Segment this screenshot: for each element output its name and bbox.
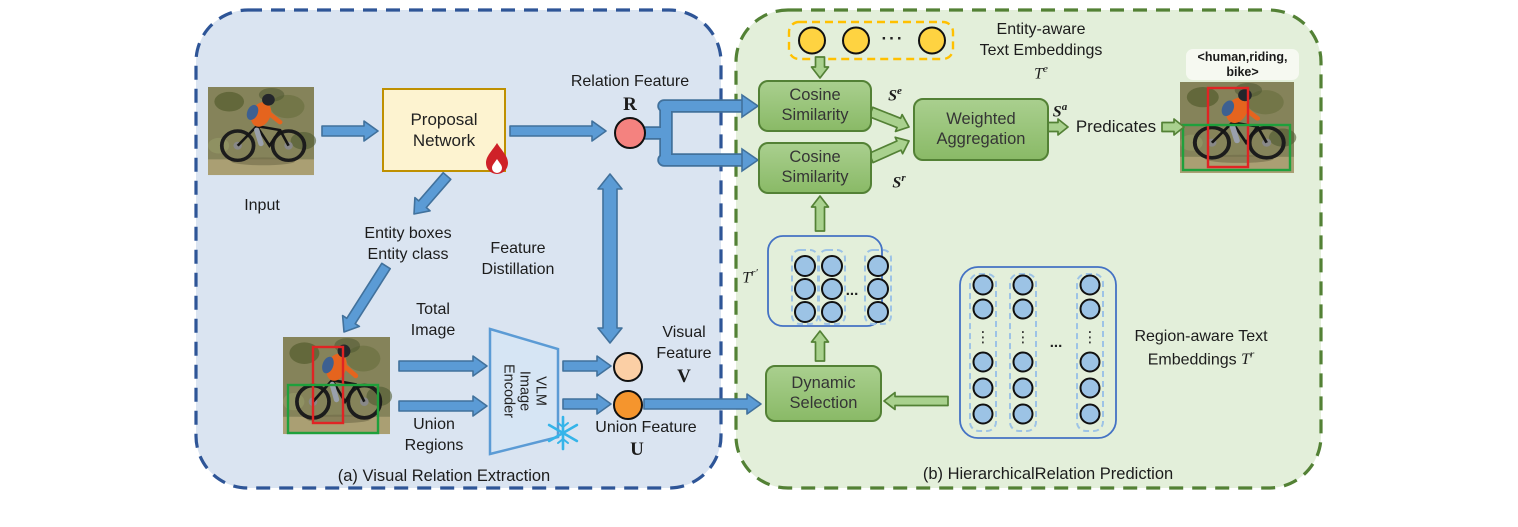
input-photo — [208, 87, 316, 175]
visual-feature-circle — [613, 352, 643, 382]
dynamic-selection-box: Dynamic Selection — [765, 365, 882, 422]
output-photo — [1180, 82, 1296, 173]
relation-fork-bracket — [639, 93, 760, 173]
region-grid-ellipsis-v1: ⋮ — [975, 329, 991, 346]
score-entity-symbol: Se — [888, 85, 902, 105]
flame-icon — [483, 142, 511, 176]
arrow-encoder-to-visual — [562, 355, 612, 377]
union-regions-label: Union Regions — [404, 416, 464, 454]
entity-embeddings-label: Entity-aware Text Embeddings Te — [980, 20, 1103, 85]
cosine-similarity-box-1: Cosine Similarity — [758, 80, 872, 132]
relation-feature-symbol: R — [623, 93, 637, 115]
arrow-encoder-to-union — [562, 393, 612, 415]
region-grid-ellipsis-v3: ⋮ — [1082, 329, 1098, 346]
weighted-aggregation-box: Weighted Aggregation — [913, 98, 1049, 161]
arrow-embeddings-to-cosine1 — [810, 56, 830, 79]
predicates-label: Predicates — [1075, 117, 1157, 136]
score-region-symbol: Sr — [892, 172, 906, 192]
panel-b-caption: (b) HierarchicalRelation Prediction — [922, 465, 1174, 483]
entity-embeddings-ellipsis: ··· — [881, 29, 905, 48]
arrow-union-regions-to-encoder — [398, 395, 488, 417]
proposal-network-label-2: Network — [412, 131, 476, 150]
cosine-similarity-box-2: Cosine Similarity — [758, 142, 872, 194]
proposal-network-box: Proposal Network — [382, 88, 506, 172]
arrow-region-to-dynamic — [883, 391, 949, 411]
arrow-feature-distillation — [597, 173, 623, 344]
arrow-dynamic-to-selected — [810, 330, 830, 362]
union-feature-symbol: U — [630, 439, 644, 460]
relation-feature-circle — [614, 117, 646, 149]
relation-feature-label: Relation Feature R — [571, 72, 689, 117]
snowflake-icon — [547, 415, 579, 451]
region-embeddings-grid — [959, 266, 1117, 439]
union-feature-label: Union Feature — [595, 419, 697, 436]
panel-a-caption: (a) Visual Relation Extraction — [337, 467, 551, 485]
arrow-union-to-dynamic-selection — [643, 393, 762, 415]
arrow-total-image-to-encoder — [398, 355, 488, 377]
detection-bike-bbox — [286, 383, 380, 435]
arrow-proposal-to-entity — [413, 171, 452, 215]
entity-embeddings-symbol: Te — [1034, 62, 1048, 82]
total-image-label: Total Image — [410, 301, 456, 339]
arrow-predicates-to-output — [1161, 118, 1185, 136]
region-embeddings-symbol: Tr — [1241, 348, 1255, 369]
output-person-bbox — [1206, 86, 1250, 169]
union-feature-circle — [613, 390, 643, 420]
score-aggregated-symbol: Sa — [1052, 101, 1068, 121]
region-embeddings-label: Region-aware Text Embeddings Tr — [1134, 328, 1268, 369]
visual-feature-symbol: V — [677, 365, 691, 387]
region-grid-ellipsis-v2: ⋮ — [1015, 329, 1031, 346]
entity-embeddings-row — [787, 20, 955, 61]
proposal-network-label-1: Proposal — [410, 109, 478, 129]
arrow-proposal-to-relation — [509, 120, 607, 142]
output-bike-bbox — [1181, 123, 1292, 172]
input-label: Input — [244, 197, 280, 214]
arrow-se-to-aggregation — [868, 106, 910, 133]
visual-feature-label: Visual Feature V — [656, 323, 711, 389]
entity-outputs-label: Entity boxes Entity class — [364, 225, 452, 263]
arrow-selected-to-cosine2 — [810, 195, 830, 232]
vlm-encoder-label: VLM Image Encoder — [499, 363, 549, 419]
selected-embeddings-symbol: Tr′ — [742, 267, 758, 287]
selected-embeddings-grid — [767, 235, 892, 327]
output-triplet-label: <human,riding, bike> — [1186, 49, 1299, 80]
selected-grid-ellipsis: ... — [845, 282, 859, 299]
region-grid-ellipsis-h: ... — [1049, 334, 1063, 351]
arrow-aggregation-to-predicates — [1047, 118, 1069, 136]
arrow-input-to-proposal — [321, 120, 379, 142]
feature-distillation-label: Feature Distillation — [481, 240, 555, 278]
arrow-sr-to-aggregation — [868, 136, 910, 164]
arrow-entity-to-image — [341, 262, 392, 333]
